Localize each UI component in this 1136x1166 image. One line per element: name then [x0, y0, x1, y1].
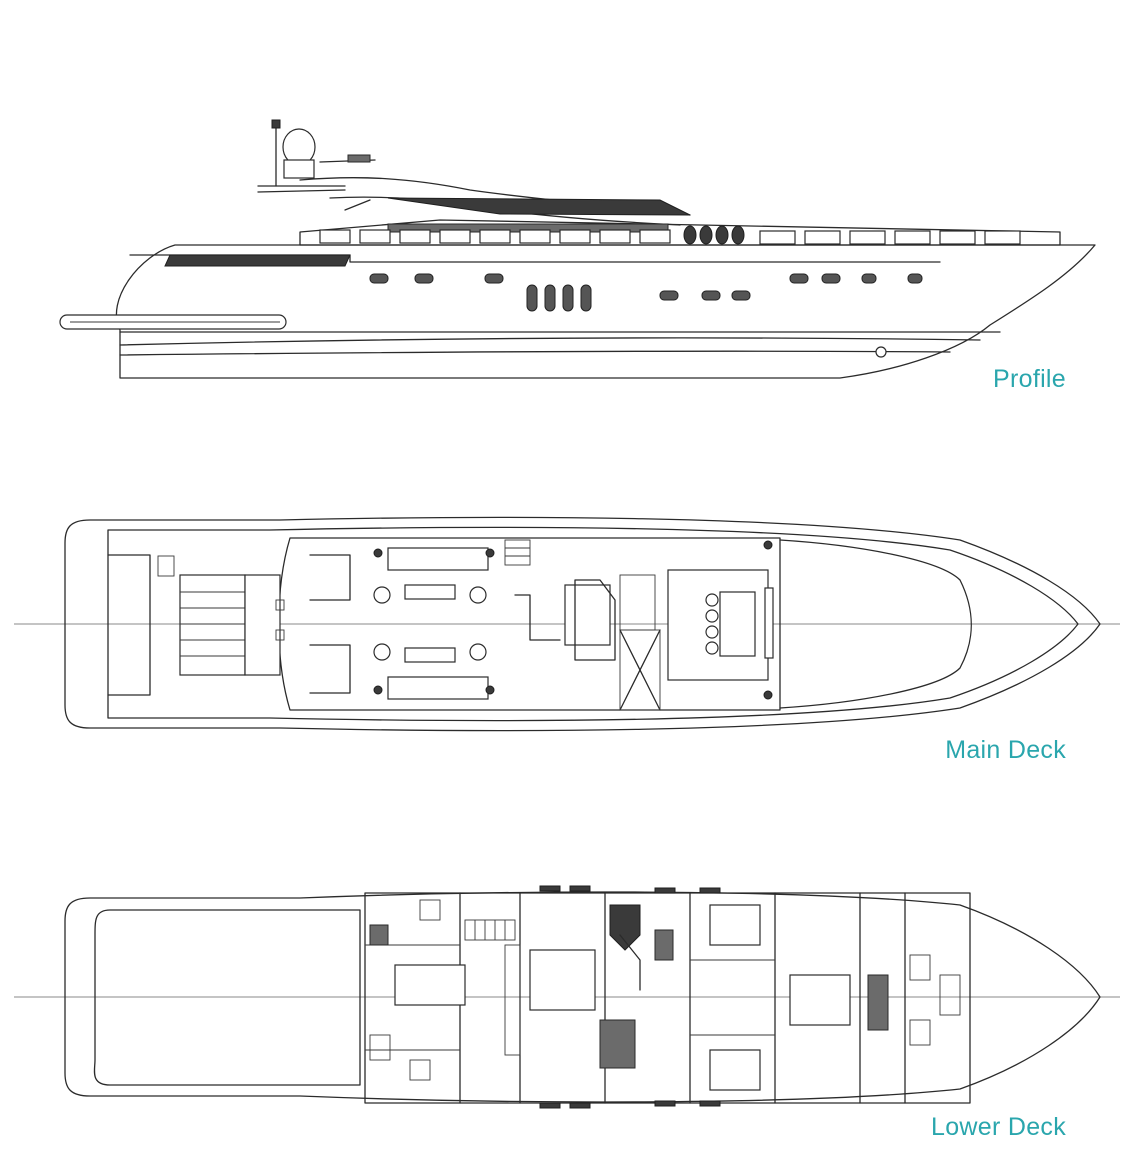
hardtop-arch: [299, 177, 691, 226]
main-deck-view: [14, 516, 1120, 732]
saloon-seating: [309, 547, 495, 700]
cabins-layout: [364, 892, 971, 1104]
main-deck-hull: [64, 516, 1101, 732]
dining-area: [667, 540, 774, 700]
main-deck-label: Main Deck: [945, 736, 1066, 764]
radar-mast: [257, 119, 376, 193]
profile-view: [59, 119, 1096, 379]
bridge-windows: [683, 225, 745, 245]
aft-deck-sunpad: [107, 554, 285, 696]
profile-portholes: [369, 273, 923, 312]
window-row-upper: [319, 229, 1021, 245]
profile-hull: [59, 244, 1096, 379]
lower-deck-label: Lower Deck: [931, 1113, 1066, 1141]
galley-and-stairs: [504, 539, 661, 711]
profile-label: Profile: [993, 365, 1066, 393]
superstructure: [299, 219, 1061, 246]
lower-deck-view: [14, 885, 1120, 1109]
hull-frames-markers: [539, 885, 721, 1109]
